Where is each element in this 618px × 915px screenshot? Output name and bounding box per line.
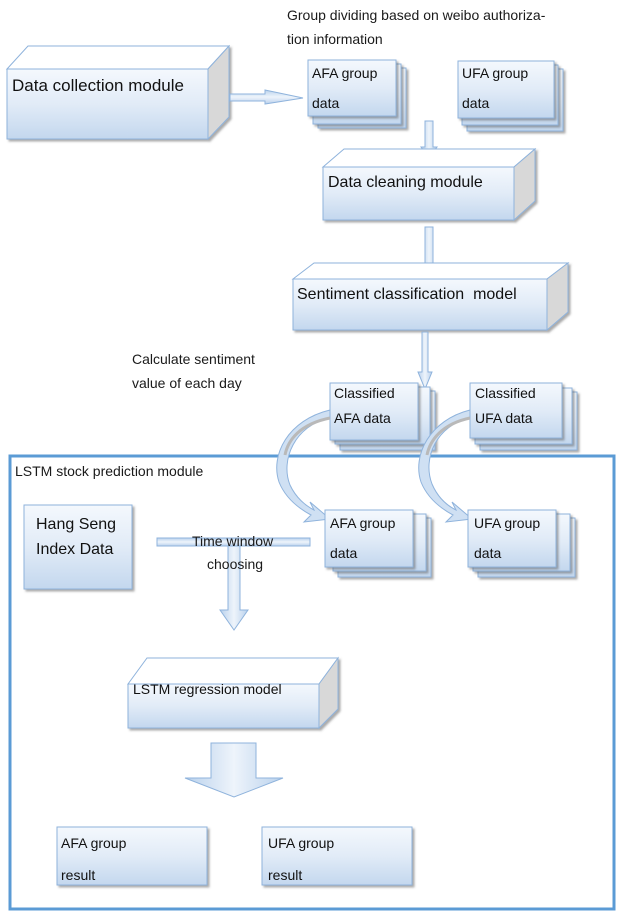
curved-arrow-afa-shade	[283, 416, 331, 456]
time-window-arrow	[156, 537, 311, 631]
big-down-arrow	[184, 742, 284, 798]
data-collection-label: Data collection module	[12, 76, 184, 95]
data-collection-box	[5, 44, 231, 141]
data-cleaning-label: Data cleaning module	[328, 174, 483, 191]
ufa-result-line2: result	[268, 867, 303, 883]
curved-arrow-ufa	[418, 409, 474, 523]
curved-arrow-afa	[276, 409, 332, 523]
time-window-note-line1: Time window	[192, 533, 274, 549]
classified-afa-line1: Classified	[334, 385, 395, 401]
lstm-regression-box	[127, 656, 339, 730]
hang-seng-box	[23, 504, 133, 590]
afa-result-line2: result	[61, 867, 96, 883]
ufa-group-lstm-line2: data	[474, 545, 502, 561]
afa-group-stack-top	[307, 59, 407, 129]
lstm-container-border	[8, 454, 616, 911]
sentiment-classification-box	[291, 261, 570, 332]
group-dividing-note-line2: tion information	[287, 31, 383, 47]
classified-ufa-stack	[469, 382, 578, 451]
hang-seng-line2: Index Data	[36, 541, 114, 558]
afa-group-top-line2: data	[312, 95, 340, 111]
ufa-group-stack-top	[457, 60, 564, 132]
afa-group-lstm-line2: data	[330, 545, 358, 561]
lstm-regression-label: LSTM regression model	[133, 681, 282, 697]
arrow-to-classified	[417, 331, 433, 391]
ufa-group-lstm-line1: UFA group	[474, 515, 541, 531]
calc-sentiment-note-line2: value of each day	[132, 375, 242, 391]
classified-afa-line2: AFA data	[334, 410, 391, 426]
arrow-collection-to-groups	[229, 89, 304, 105]
ufa-group-top-line1: UFA group	[462, 65, 529, 81]
classified-afa-stack	[329, 382, 436, 451]
curved-arrow-ufa-shade	[425, 416, 471, 456]
ufa-group-stack-lstm	[467, 509, 576, 578]
classified-ufa-line2: UFA data	[475, 410, 533, 426]
afa-group-top-line1: AFA group	[312, 65, 378, 81]
calc-sentiment-note-line1: Calculate sentiment	[132, 351, 255, 367]
data-cleaning-box	[321, 147, 537, 222]
afa-result-line1: AFA group	[61, 835, 127, 851]
afa-result-box	[56, 826, 208, 886]
ufa-group-top-line2: data	[462, 95, 490, 111]
afa-group-lstm-line1: AFA group	[330, 515, 396, 531]
ufa-result-line1: UFA group	[268, 835, 335, 851]
time-window-note-line2: choosing	[207, 556, 264, 572]
classified-ufa-line1: Classified	[475, 385, 536, 401]
lstm-container-title: LSTM stock prediction module	[15, 463, 204, 479]
hang-seng-line1: Hang Seng	[36, 516, 117, 533]
group-dividing-note-line1: Group dividing based on weibo authoriza-	[287, 7, 546, 23]
afa-group-stack-lstm	[324, 509, 432, 578]
ufa-result-box	[261, 826, 413, 886]
sentiment-classification-label: Sentiment classification model	[297, 286, 517, 303]
